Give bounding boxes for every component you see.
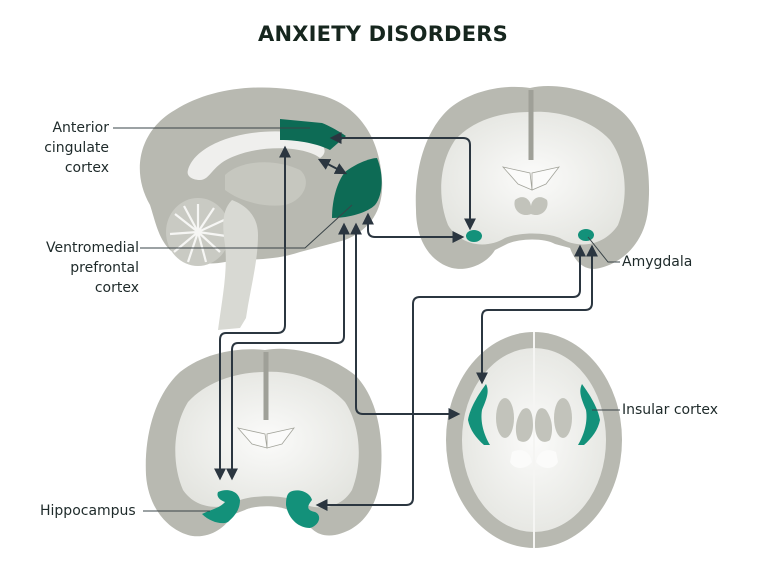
label-vmpfc-line3: cortex	[94, 280, 139, 296]
label-acc-line2: cingulate	[44, 140, 109, 156]
arrow-acc-vmpfc	[317, 158, 348, 175]
label-vmpfc-line1: Ventromedial	[46, 240, 139, 256]
leader-vmpfc	[140, 204, 353, 249]
label-anterior-cingulate-cortex: Anterior cingulate cortex	[20, 118, 109, 178]
connection-arrows	[214, 132, 598, 511]
corpus-callosum	[187, 131, 325, 180]
arrow-amygdala-insula	[476, 244, 598, 385]
amygdala-right	[578, 229, 594, 241]
sagittal-brain-view	[139, 87, 383, 330]
diagram-title: ANXIETY DISORDERS	[258, 22, 508, 46]
arrow-amygdala-to-acc	[329, 132, 476, 231]
amygdala-left	[466, 230, 482, 242]
lateral-ventricles	[501, 166, 560, 191]
label-vmpfc-line2: prefrontal	[70, 260, 139, 276]
basal-ganglia	[514, 197, 548, 216]
coronal-hippocampus-view	[145, 348, 382, 537]
axial-insula-view	[446, 332, 622, 548]
brainstem	[218, 200, 258, 330]
label-acc-line1: Anterior	[52, 120, 109, 136]
putamen-left	[496, 398, 514, 438]
hippocampus-right	[286, 490, 320, 528]
putamen-right	[554, 398, 572, 438]
leader-lines	[113, 127, 620, 512]
coronal-amygdala-view	[415, 86, 650, 269]
label-insular-cortex: Insular cortex	[622, 402, 719, 418]
label-amygdala: Amygdala	[622, 254, 693, 270]
label-hippocampus: Hippocampus	[40, 503, 136, 519]
label-acc-line3: cortex	[64, 160, 109, 176]
leader-amygdala	[587, 236, 620, 263]
label-ventromedial-prefrontal-cortex: Ventromedial prefrontal cortex	[20, 238, 139, 298]
hippocampus-left	[202, 490, 240, 524]
acc-region	[280, 119, 346, 150]
